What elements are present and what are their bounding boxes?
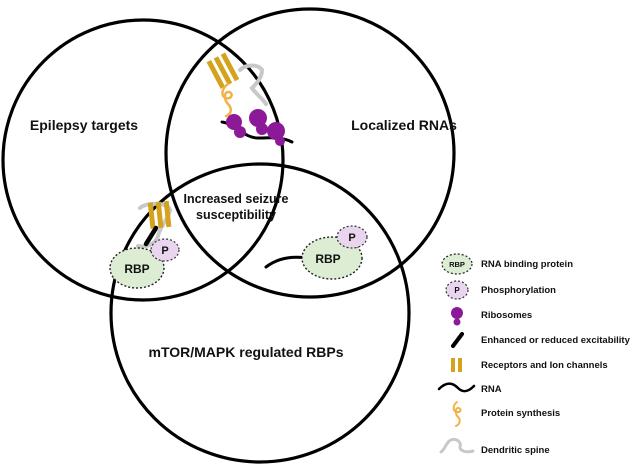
excitability-icon	[143, 225, 159, 247]
rbp-icon	[109, 247, 165, 289]
legend-item-rbp: RBP RNA binding protein	[441, 253, 573, 275]
epilepsy-targets-circle	[1, 18, 285, 302]
protein-synthesis-icon	[221, 82, 233, 118]
mtor-mapk-rbps-circle	[109, 162, 411, 464]
legend-item-receptors: Receptors and Ion channels	[451, 358, 608, 372]
legend-label-rna-binding-protein: RNA binding protein	[481, 259, 573, 270]
legend-label-rna: RNA	[481, 384, 502, 395]
dendritic-spine-icon	[439, 438, 475, 454]
right-rbp-complex-icon: RBP P	[264, 225, 368, 280]
legend-label-phosphorylation: Phosphorylation	[481, 285, 556, 296]
ribosome-icon	[451, 307, 463, 326]
rna-icon	[437, 382, 476, 393]
ribosome-icon	[226, 109, 285, 146]
rna-strand-icon	[264, 255, 308, 269]
legend-p-icon-label: P	[454, 286, 460, 295]
rbp-label: RBP	[124, 262, 149, 276]
legend-label-ribosomes: Ribosomes	[481, 310, 532, 321]
rbp-icon	[441, 253, 473, 275]
excitability-icon	[451, 332, 464, 348]
legend-item-protein-synthesis: Protein synthesis	[452, 401, 560, 427]
legend-label-receptors: Receptors and Ion channels	[481, 360, 608, 371]
legend-item-phosphorylation: P Phosphorylation	[445, 280, 556, 300]
phosphorylation-label: P	[348, 232, 355, 244]
phosphorylation-icon	[150, 238, 180, 262]
legend-item-dendritic-spine: Dendritic spine	[439, 438, 550, 456]
dendritic-spine-icon	[238, 63, 268, 106]
receptor-icon	[206, 52, 240, 89]
legend-item-ribosomes: Ribosomes	[451, 307, 532, 326]
center-label-line2: susceptibility	[196, 208, 276, 222]
legend-item-rna: RNA	[437, 382, 502, 395]
localized-rnas-circle	[164, 7, 456, 299]
receptor-icon	[451, 358, 462, 372]
phosphorylation-icon	[336, 225, 368, 249]
legend-rbp-icon-label: RBP	[449, 260, 465, 269]
phosphorylation-icon	[445, 280, 469, 300]
legend: RBP RNA binding protein P Phosphorylatio…	[437, 253, 631, 456]
rbp-label: RBP	[315, 252, 340, 266]
receptor-icon	[147, 200, 172, 229]
localized-rnas-label: Localized RNAs	[351, 117, 457, 133]
translation-complex-icon	[206, 52, 294, 146]
legend-label-protein-synthesis: Protein synthesis	[481, 408, 560, 419]
protein-synthesis-icon	[452, 401, 462, 427]
epilepsy-targets-label: Epilepsy targets	[30, 117, 138, 133]
legend-item-excitability: Enhanced or reduced excitability	[451, 332, 631, 348]
center-label-line1: Increased seizure	[184, 192, 289, 206]
left-rbp-complex-icon: RBP P	[109, 200, 180, 289]
legend-label-dendritic-spine: Dendritic spine	[481, 445, 550, 456]
legend-label-excitability: Enhanced or reduced excitability	[481, 335, 631, 346]
mtor-mapk-rbps-label: mTOR/MAPK regulated RBPs	[149, 344, 344, 360]
phosphorylation-label: P	[161, 245, 168, 257]
